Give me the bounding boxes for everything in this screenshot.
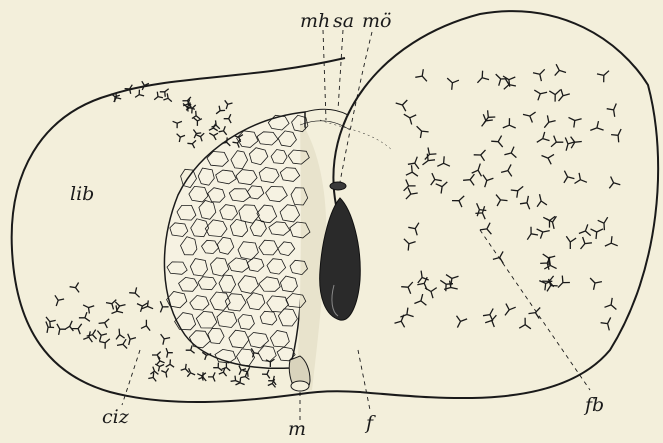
label-f: f bbox=[366, 414, 373, 433]
label-mh: mh bbox=[300, 12, 330, 31]
label-sa: sa bbox=[333, 12, 354, 31]
label-ciz: ciz bbox=[102, 408, 129, 427]
opening-mo bbox=[330, 182, 346, 190]
label-m: m bbox=[288, 420, 306, 439]
mouth-opening bbox=[291, 381, 309, 391]
label-mo: mö bbox=[362, 12, 391, 31]
label-fb: fb bbox=[585, 396, 604, 415]
label-lib: lib bbox=[70, 185, 94, 204]
